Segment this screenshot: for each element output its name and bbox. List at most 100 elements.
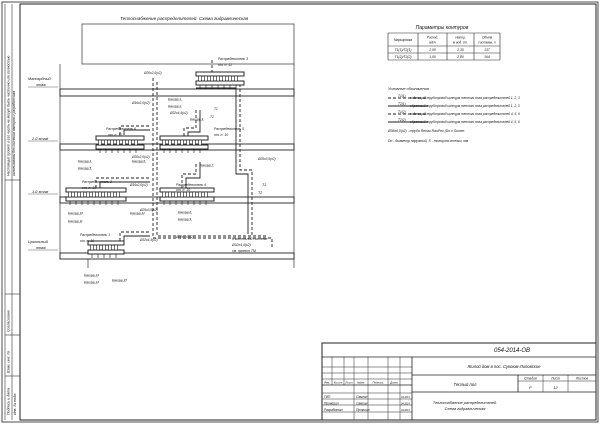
legend-note-1: Ø36х6,0(х2) - труба Rehau RauPex (Dн х S… — [387, 129, 465, 133]
floor-label-1: 1-й этаж — [32, 190, 49, 194]
manifold-3 — [159, 135, 209, 153]
loop-label-1: Контур 1 — [168, 97, 182, 101]
legend-code-2: Т2(1) — [398, 102, 406, 106]
legend-note-2: Dн - диаметр наружный, S - толщина стенк… — [388, 139, 469, 143]
pipe-label-1: Ø20х2,0(х2) — [143, 71, 162, 75]
stamp-col-header-4: Подпись — [372, 381, 384, 385]
slab-attic — [59, 88, 295, 97]
side-note-line-2: использованы без согласия авторов и разр… — [12, 91, 16, 176]
params-header-1-1: м3/ч — [429, 41, 436, 45]
side-label-replace: Взам. инв. № — [7, 351, 11, 373]
pipe-label-8: Ø20х2,0(х2) — [175, 235, 194, 239]
stamp-col-header-5: Дата — [389, 381, 398, 385]
legend-code-3: Т1(2) — [398, 110, 406, 114]
manifold-6-name: Распределитель 6 — [106, 127, 136, 131]
legend-title: Условные обозначения — [388, 87, 429, 91]
legend-code-4: Т2(2) — [398, 118, 406, 122]
stamp-code: 054-2014-ОВ — [494, 348, 530, 354]
stamp-stage: Р — [529, 385, 532, 390]
params-table: Параметры контуров МаркировкаРасход,м3/ч… — [387, 25, 501, 61]
stamp-role-1: Проверил — [324, 402, 339, 406]
manifolds-group — [65, 71, 245, 258]
pipe-label-4: Ø25х3,5(х2) — [257, 157, 276, 161]
pipe-label-5: Ø20х2,0(х2) — [131, 155, 150, 159]
side-note-line-1: Настоящий проект и его часть не могут бы… — [7, 55, 11, 176]
legend: Условные обозначения Т1(1) подающий трубо… — [387, 87, 520, 143]
stamp-col-header-3: №док. — [357, 381, 365, 385]
manifold-4-name: Распределитель 4 — [176, 183, 206, 187]
legend-text-2: обратный трубопровод контура теплого пол… — [410, 104, 520, 108]
pipe-label-7: Ø25х3,5(х2) — [139, 208, 158, 212]
stamp-h-stage: Стадия — [524, 377, 537, 381]
loop-label-4: Контур 4 — [78, 159, 92, 163]
heat-source-label-3: см. проект ТМ — [232, 249, 256, 253]
loop-label-11: Контур 11 — [68, 219, 83, 223]
stamp-col-header-2: Лист — [344, 381, 353, 385]
floor-label-attic-1: Мансардный — [28, 77, 52, 81]
params-header-0-0: Маркировка — [394, 38, 412, 42]
loop-label-13: Контур 13 — [84, 273, 99, 277]
params-header-3-0: Объем — [482, 36, 493, 40]
pipe-label-3: Ø32х4,4(х2) — [169, 111, 188, 115]
slab-base — [59, 252, 295, 260]
riser-label-t1-a: Т1 — [262, 183, 266, 187]
params-header-2-0: Напор, — [455, 36, 465, 40]
legend-code-1: Т1(1) — [398, 94, 406, 98]
loop-label-2: Контур 2 — [168, 104, 182, 108]
drawing-frame — [19, 3, 597, 421]
manifold-2-mark: от. п. 10 — [82, 186, 96, 190]
stamp-date-1: 04.2014 — [401, 403, 410, 406]
stamp-name-0: Самгин — [356, 395, 368, 399]
loop-label-5: Контур 5 — [78, 166, 92, 170]
manifold-3-name: Распределитель 3 — [218, 57, 248, 61]
manifold-2 — [95, 135, 145, 153]
manifold-1-name: Распределитель 1 — [80, 233, 110, 237]
loop-label-15: Контур 15 — [112, 278, 127, 282]
stamp-h-sheet: Лист — [550, 377, 560, 381]
left-side-strip: Настоящий проект и его часть не могут бы… — [4, 4, 20, 420]
stamp-date-0: 04.2014 — [401, 396, 410, 399]
stamp-date-2: 04.2014 — [401, 409, 410, 412]
loop-label-12: Контур 12 — [130, 211, 145, 215]
manifold-1-mark: от. п. 10 — [80, 239, 94, 243]
riser-label-t2-a: Т2 — [258, 191, 262, 195]
manifold-2-name: Распределитель 2 — [82, 180, 112, 184]
stamp-h-sheets: Листов — [575, 377, 589, 381]
loop-label-6: Контур 6 — [132, 159, 146, 163]
stamp-texts: 054-2014-ОВ Жилой дом в пос. Сукоюм-Липо… — [324, 348, 588, 412]
stamp-col-header-1: Кол.уч — [334, 381, 343, 385]
stamp-role-2: Разработал — [324, 408, 343, 412]
params-cell-1-0: Т1(2)/Т2(2) — [394, 55, 411, 59]
drawing-title: Теплоснабжение распределителей. Схема ги… — [120, 15, 249, 21]
stamp-name-1: Самгин — [356, 402, 368, 406]
title-block — [321, 342, 597, 421]
riser-label-t1-b: Т1 — [214, 107, 218, 111]
loop-label-9: Контур 9 — [178, 217, 192, 221]
loop-label-8: Контур 8 — [178, 210, 192, 214]
params-cell-0-0: Т1(1)/Т2(1) — [394, 48, 411, 52]
riser-label-t2-b: Т2 — [210, 115, 214, 119]
floor-label-base-2: этаж — [36, 246, 46, 250]
manifold-5-name: Распределитель 5 — [214, 127, 244, 131]
manifold-1 — [195, 71, 245, 89]
stamp-section: Теплый пол — [454, 382, 478, 387]
manifold-5-mark: от. п. 10 — [214, 133, 228, 137]
legend-text-4: обратный трубопровод контура теплого пол… — [410, 120, 520, 124]
params-header-3-1: системы, л — [478, 41, 496, 45]
stamp-col-header-0: Изм. — [324, 381, 330, 385]
floor-label-2: 2-й этаж — [31, 137, 49, 141]
legend-text-3: подающий трубопровод контура теплого пол… — [410, 112, 520, 116]
params-header-2-1: м вод. ст. — [453, 41, 468, 45]
floor-label-base-1: Цокольный — [28, 240, 49, 244]
loop-label-7: Контур 7 — [200, 163, 214, 167]
manifold-6-mark: от. п. 11 — [108, 133, 122, 137]
pipe-label-9: Ø32х4,4(х2) — [139, 238, 158, 242]
stamp-sheet-title-2: Схема гидравлическая — [445, 407, 486, 411]
manifold-5 — [159, 187, 215, 205]
building-walls — [59, 23, 295, 268]
loop-label-10: Контур 10 — [68, 211, 83, 215]
